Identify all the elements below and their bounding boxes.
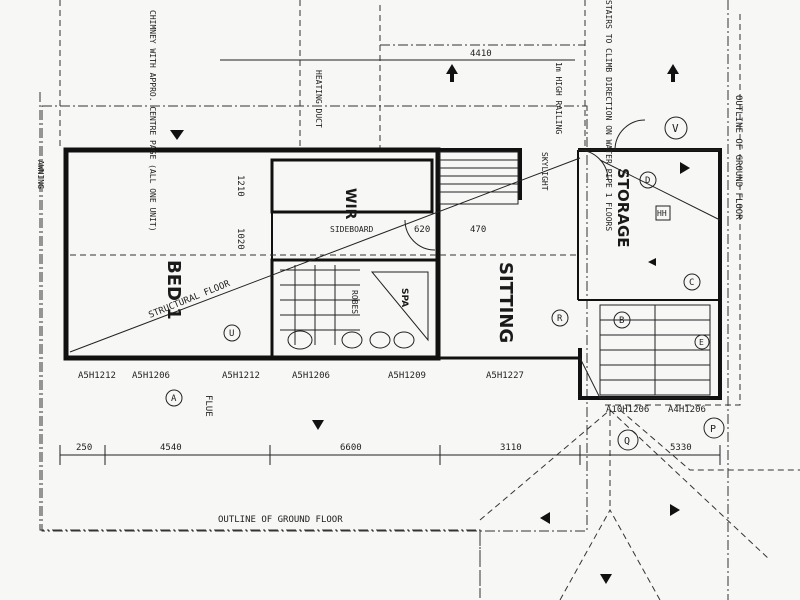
basin-3 (393, 331, 415, 349)
dim-4540: 4540 (160, 443, 182, 453)
storage-door-swing (577, 149, 609, 181)
window-tag: A5H1206 (132, 371, 170, 381)
note-chimney: CHIMNEY WITH APPRO. CENTRE PAGE (ALL ONE… (148, 10, 157, 232)
note-skylight: SKYLIGHT (540, 152, 549, 191)
dim-620: 620 (414, 225, 430, 235)
spa-bath (370, 271, 429, 342)
svg-text:P: P (710, 424, 716, 435)
marker-p: P (703, 417, 725, 439)
dim-3110: 3110 (500, 443, 522, 453)
svg-text:A: A (171, 394, 177, 404)
note-flue: FLUE (203, 395, 213, 417)
marker-c: C (683, 273, 701, 291)
svg-text:U: U (229, 329, 234, 339)
room-label-bed: BED 1 (163, 260, 184, 320)
svg-text:R: R (557, 314, 563, 324)
basin-1 (341, 331, 363, 349)
dim-top-4410: 4410 (470, 49, 492, 59)
note-awning: AWNING (36, 160, 45, 189)
room-label-wir: WIR (342, 188, 358, 220)
marker-b: B (613, 311, 631, 329)
window-tag: A5H1212 (78, 371, 116, 381)
note-outline-ground: OUTLINE OF GROUND FLOOR (218, 515, 343, 525)
upper-stair (439, 151, 519, 205)
marker-hh: HH (655, 205, 671, 221)
roof-hip-right (619, 409, 800, 471)
note-sideboard: SIDEBOARD (330, 225, 374, 234)
marker-v: V (664, 116, 688, 140)
svg-text:V: V (672, 122, 679, 135)
ensuite-walls (270, 258, 440, 360)
dim-470: 470 (470, 225, 486, 235)
direction-arrows (170, 64, 690, 584)
window-tag: A4H1206 (668, 405, 706, 415)
marker-d: D (639, 171, 657, 189)
room-label-sitting: SITTING (495, 262, 516, 343)
window-tag: A10H1206 (606, 405, 649, 415)
upper-outline (41, 105, 588, 532)
basin-2 (369, 331, 391, 349)
dim-250: 250 (76, 443, 92, 453)
svg-text:E: E (699, 338, 704, 347)
svg-text:C: C (689, 278, 694, 288)
bed-wing-walls (63, 147, 441, 361)
note-heating-duct: HEATING DUCT (314, 70, 323, 128)
dim-1020: 1020 (235, 228, 245, 250)
note-structural-floor: STRUCTURAL FLOOR (147, 279, 232, 321)
marker-e: E (694, 334, 710, 350)
ensuite-tiles (280, 265, 360, 345)
ensuite-door-swing (404, 219, 436, 251)
dim-5330: 5330 (670, 443, 692, 453)
lower-stair (579, 304, 711, 399)
stair-wall-top (438, 148, 522, 200)
storage-walls (578, 148, 722, 400)
room-label-storage: STORAGE (614, 168, 632, 248)
marker-r: R (551, 309, 569, 327)
note-outline-ground-right: OUTLINE OF GROUND FLOOR (733, 95, 743, 220)
window-tag: A5H1206 (292, 371, 330, 381)
toilet (287, 330, 313, 350)
room-label-spa: SPA (399, 288, 409, 307)
marker-a: A (165, 389, 183, 407)
window-tag: A5H1209 (388, 371, 426, 381)
note-robes: ROBES (350, 290, 359, 314)
window-tag: A5H1212 (222, 371, 260, 381)
dim-6600: 6600 (340, 443, 362, 453)
svg-text:HH: HH (657, 209, 667, 218)
dim-1210: 1210 (235, 175, 245, 197)
roof-hip-lower (559, 508, 661, 600)
svg-text:B: B (619, 316, 624, 326)
entry-door-swing (614, 119, 646, 151)
svg-text:Q: Q (624, 436, 630, 447)
window-tag: A5H1227 (486, 371, 524, 381)
bottom-dimension-line (59, 445, 721, 465)
marker-u: U (223, 324, 241, 342)
storage-diagonal (599, 159, 721, 221)
note-railing: 1m HIGH RAILING (554, 62, 563, 134)
ground-outline-right (605, 10, 741, 406)
wir-walls (270, 158, 434, 214)
marker-q: Q (617, 429, 639, 451)
note-top-right: STAIRS TO CLIMB DIRECTION ON WATER PIPE … (604, 0, 613, 231)
svg-text:D: D (645, 176, 650, 186)
